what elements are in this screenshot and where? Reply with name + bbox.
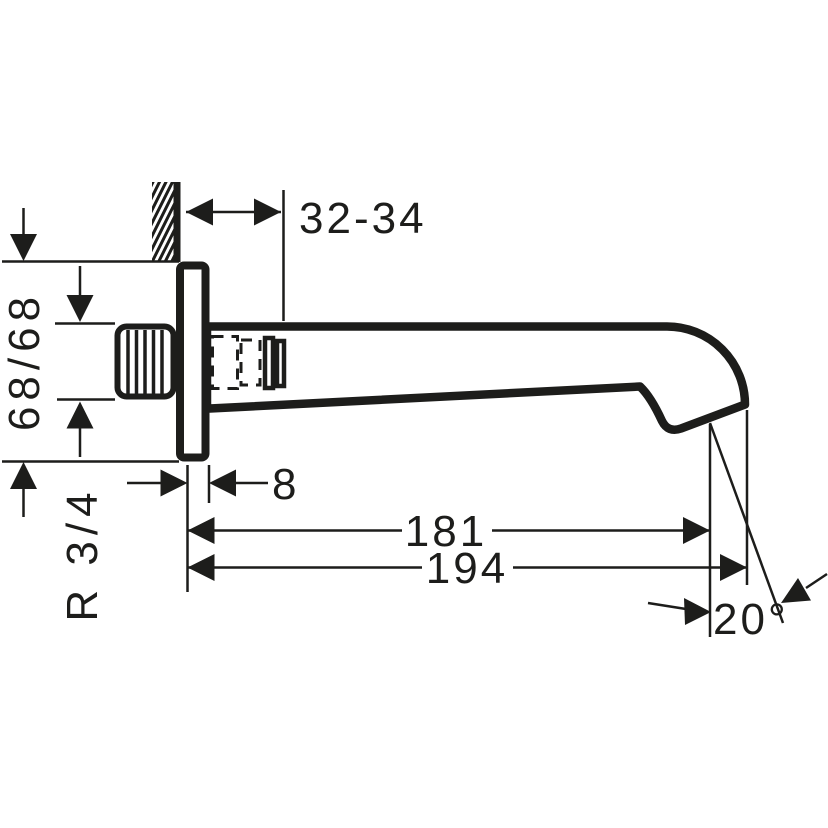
escutcheon-outline [176, 261, 210, 462]
dim-outlet-angle-arrow-left [684, 598, 711, 625]
dim-reach-inner-arrow-left [187, 517, 215, 544]
dim-escutcheon-arrow-up [10, 462, 37, 489]
outlet-angle-slant-line [708, 422, 785, 624]
dim-outlet-angle-label: 20° [713, 595, 789, 644]
thread-hatching [126, 330, 164, 394]
flow-insert-inner [274, 338, 287, 389]
hidden-connector-sleeve [239, 338, 262, 387]
dim-reach-outer: 194 [187, 410, 749, 593]
dim-outlet-angle-tail-right [805, 572, 828, 590]
dim-plate-depth-arrow-right [209, 469, 236, 497]
dim-thread: R 3/4 [55, 266, 115, 622]
dim-reach-inner-arrow-right [683, 517, 710, 544]
dim-wall-offset-arrow-right [254, 198, 281, 226]
dim-reach-outer-arrow-left [187, 554, 215, 581]
spout-body [202, 322, 750, 434]
dim-escutcheon-size: 68/68 [0, 208, 179, 517]
dim-reach-outer-label: 194 [426, 544, 508, 593]
dim-outlet-angle-tail-left [647, 601, 687, 611]
dim-thread-label: R 3/4 [58, 486, 107, 621]
dim-reach-inner-label: 181 [405, 507, 487, 556]
dim-plate-depth-label: 8 [272, 460, 299, 509]
escutcheon-plate [176, 261, 210, 462]
dim-wall-offset-label: 32-34 [299, 194, 427, 243]
wall-section [152, 182, 181, 262]
dim-reach-outer-arrow-right [720, 554, 747, 581]
dim-wall-offset-arrow-left [186, 198, 213, 226]
dim-thread-arrow-down [66, 295, 94, 322]
spout-outline [202, 322, 750, 434]
dim-wall-offset: 32-34 [186, 190, 427, 321]
dim-thread-arrow-up [66, 401, 94, 429]
dim-outlet-angle-arrow-right [781, 578, 811, 603]
dim-plate-depth: 8 [127, 460, 299, 592]
dim-outlet-angle: 20° [647, 422, 828, 644]
dim-escutcheon-label: 68/68 [0, 291, 49, 431]
dim-escutcheon-arrow-down [10, 234, 37, 261]
supply-thread [114, 323, 177, 400]
dim-reach-inner: 181 [187, 424, 712, 637]
flow-insert-outer [262, 335, 276, 391]
dim-plate-depth-arrow-left [160, 469, 188, 497]
wall-hatching [152, 182, 178, 261]
hidden-connector [211, 335, 287, 391]
